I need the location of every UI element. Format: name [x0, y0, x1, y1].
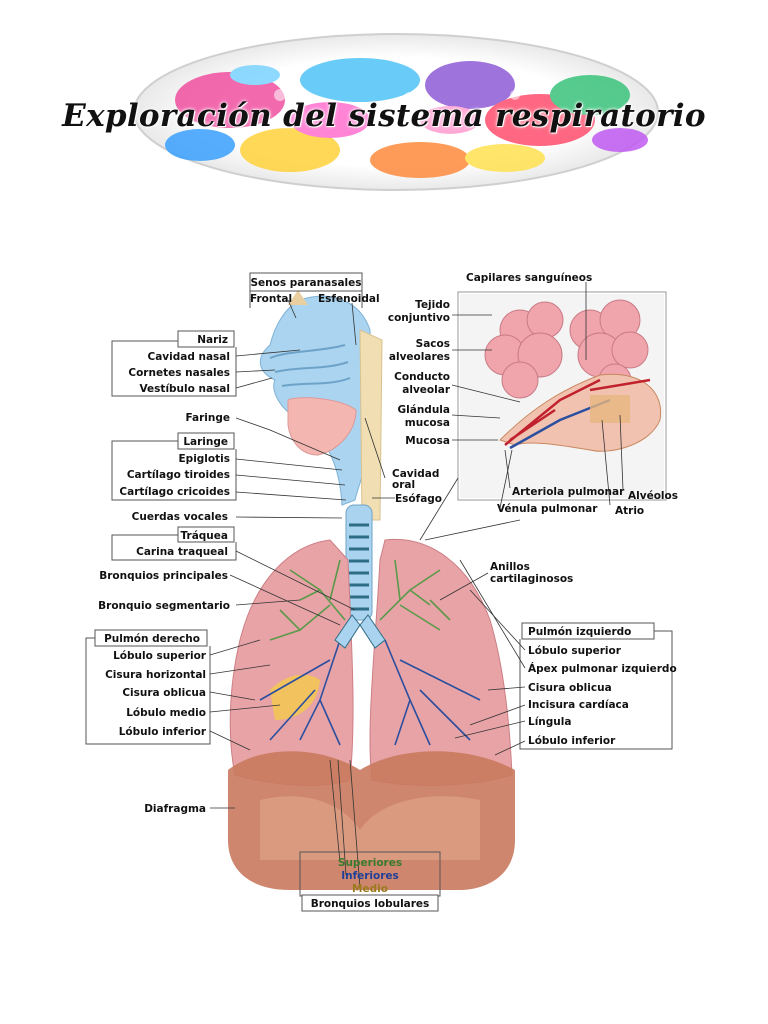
label-bronquio-segmentario: Bronquio segmentario — [98, 600, 230, 612]
label-lobulo-inferior-derecho: Lóbulo inferior — [119, 726, 207, 738]
label-lingula: Língula — [528, 716, 571, 728]
label-cartilago-tiroides: Cartílago tiroides — [127, 469, 230, 481]
senos-bracket — [249, 290, 363, 308]
nasal-conchae-shape — [269, 344, 351, 387]
label-nariz: Nariz — [197, 334, 228, 346]
watercolor-splash-illustration — [133, 33, 659, 191]
pulmon-derecho-bracket — [85, 637, 211, 745]
main-bronchi-shape — [334, 614, 386, 649]
label-arteriola-pulmonar: Arteriola pulmonar — [512, 486, 625, 498]
traquea-bracket — [111, 534, 237, 561]
label-cartilago-cricoides: Cartílago cricoides — [119, 486, 230, 498]
label-atrio: Atrio — [615, 505, 644, 517]
label-cisura-oblicua-derecha: Cisura oblicua — [122, 687, 206, 699]
sinus-frontal-shape — [288, 290, 308, 305]
alveolar-sacs-shape — [484, 299, 649, 399]
mucous-gland-shape — [590, 395, 630, 423]
label-traquea: Tráquea — [181, 530, 228, 542]
label-cisura-oblicua-izquierda: Cisura oblicua — [528, 682, 612, 694]
nariz-box — [177, 330, 235, 348]
label-cavidad-oral-2: oral — [392, 479, 415, 491]
leader-lines — [209, 282, 624, 889]
label-medio: Medio — [352, 883, 388, 895]
label-anillos-2: cartilaginosos — [490, 573, 573, 585]
label-lobulo-superior-izquierdo: Lóbulo superior — [528, 645, 622, 657]
upper-bronchi — [269, 559, 451, 641]
label-sacos-2: alveolares — [389, 351, 450, 363]
label-cavidad-nasal: Cavidad nasal — [147, 351, 230, 363]
label-sacos-1: Sacos — [416, 338, 450, 350]
label-venula-pulmonar: Vénula pulmonar — [497, 503, 598, 515]
page-title: Exploración del sistema respiratorio — [62, 98, 706, 134]
middle-lobe-bronchi — [270, 674, 320, 720]
label-faringe: Faringe — [185, 412, 230, 424]
label-lobulo-superior-derecho: Lóbulo superior — [113, 650, 207, 662]
label-pulmon-izquierdo: Pulmón izquierdo — [528, 626, 631, 638]
bronquios-lobulares-box — [301, 894, 439, 912]
spine-shape — [359, 329, 383, 521]
header-banner: Exploración del sistema respiratorio — [0, 0, 768, 230]
label-vestibulo-nasal: Vestíbulo nasal — [140, 383, 231, 395]
label-pulmon-derecho: Pulmón derecho — [104, 633, 200, 645]
label-esofago: Esófago — [395, 493, 442, 505]
mouth-shape — [287, 397, 357, 456]
bronquios-lobulares-bracket — [299, 851, 441, 897]
label-epiglotis: Epiglotis — [179, 453, 231, 465]
label-mucosa: Mucosa — [405, 435, 450, 447]
label-bronquios-principales: Bronquios principales — [99, 570, 228, 582]
label-senos-paranasales: Senos paranasales — [250, 277, 361, 289]
label-conducto-1: Conducto — [394, 371, 450, 383]
label-lobulo-inferior-izquierdo: Lóbulo inferior — [528, 735, 616, 747]
label-incisura-cardiaca: Incisura cardíaca — [528, 699, 629, 711]
label-glandula-1: Glándula — [398, 404, 450, 416]
label-cisura-horizontal: Cisura horizontal — [105, 669, 206, 681]
laringe-bracket — [111, 440, 237, 501]
label-cavidad-oral-1: Cavidad — [392, 468, 439, 480]
label-esfenoidal: Esfenoidal — [318, 293, 380, 305]
label-inferiores: Inferiores — [341, 870, 399, 882]
label-tejido-1: Tejido — [415, 299, 450, 311]
label-capilares-sanguineos: Capilares sanguíneos — [466, 272, 592, 284]
right-lung-shape — [229, 539, 354, 786]
label-tejido-2: conjuntivo — [388, 312, 450, 324]
label-alveolos: Alvéolos — [628, 490, 678, 502]
label-cornetes-nasales: Cornetes nasales — [128, 367, 230, 379]
label-anillos-1: Anillos — [490, 561, 530, 573]
label-cuerdas-vocales: Cuerdas vocales — [132, 511, 228, 523]
label-lobulo-medio: Lóbulo medio — [126, 707, 206, 719]
capillaries-shape — [504, 378, 651, 446]
label-diafragma: Diafragma — [144, 803, 206, 815]
label-glandula-2: mucosa — [405, 417, 450, 429]
lower-bronchi — [259, 639, 481, 746]
label-carina-traqueal: Carina traqueal — [136, 546, 228, 558]
pulmon-izquierdo-bracket — [519, 630, 673, 750]
nariz-bracket — [111, 340, 237, 397]
label-laringe: Laringe — [183, 436, 228, 448]
diaphragm-highlight — [260, 796, 480, 860]
label-conducto-2: alveolar — [402, 384, 451, 396]
label-apex-pulmonar: Ápex pulmonar izquierdo — [528, 662, 677, 675]
label-superiores: Superiores — [338, 857, 402, 869]
label-frontal: Frontal — [250, 293, 292, 305]
label-bronquios-lobulares: Bronquios lobulares — [311, 898, 430, 910]
